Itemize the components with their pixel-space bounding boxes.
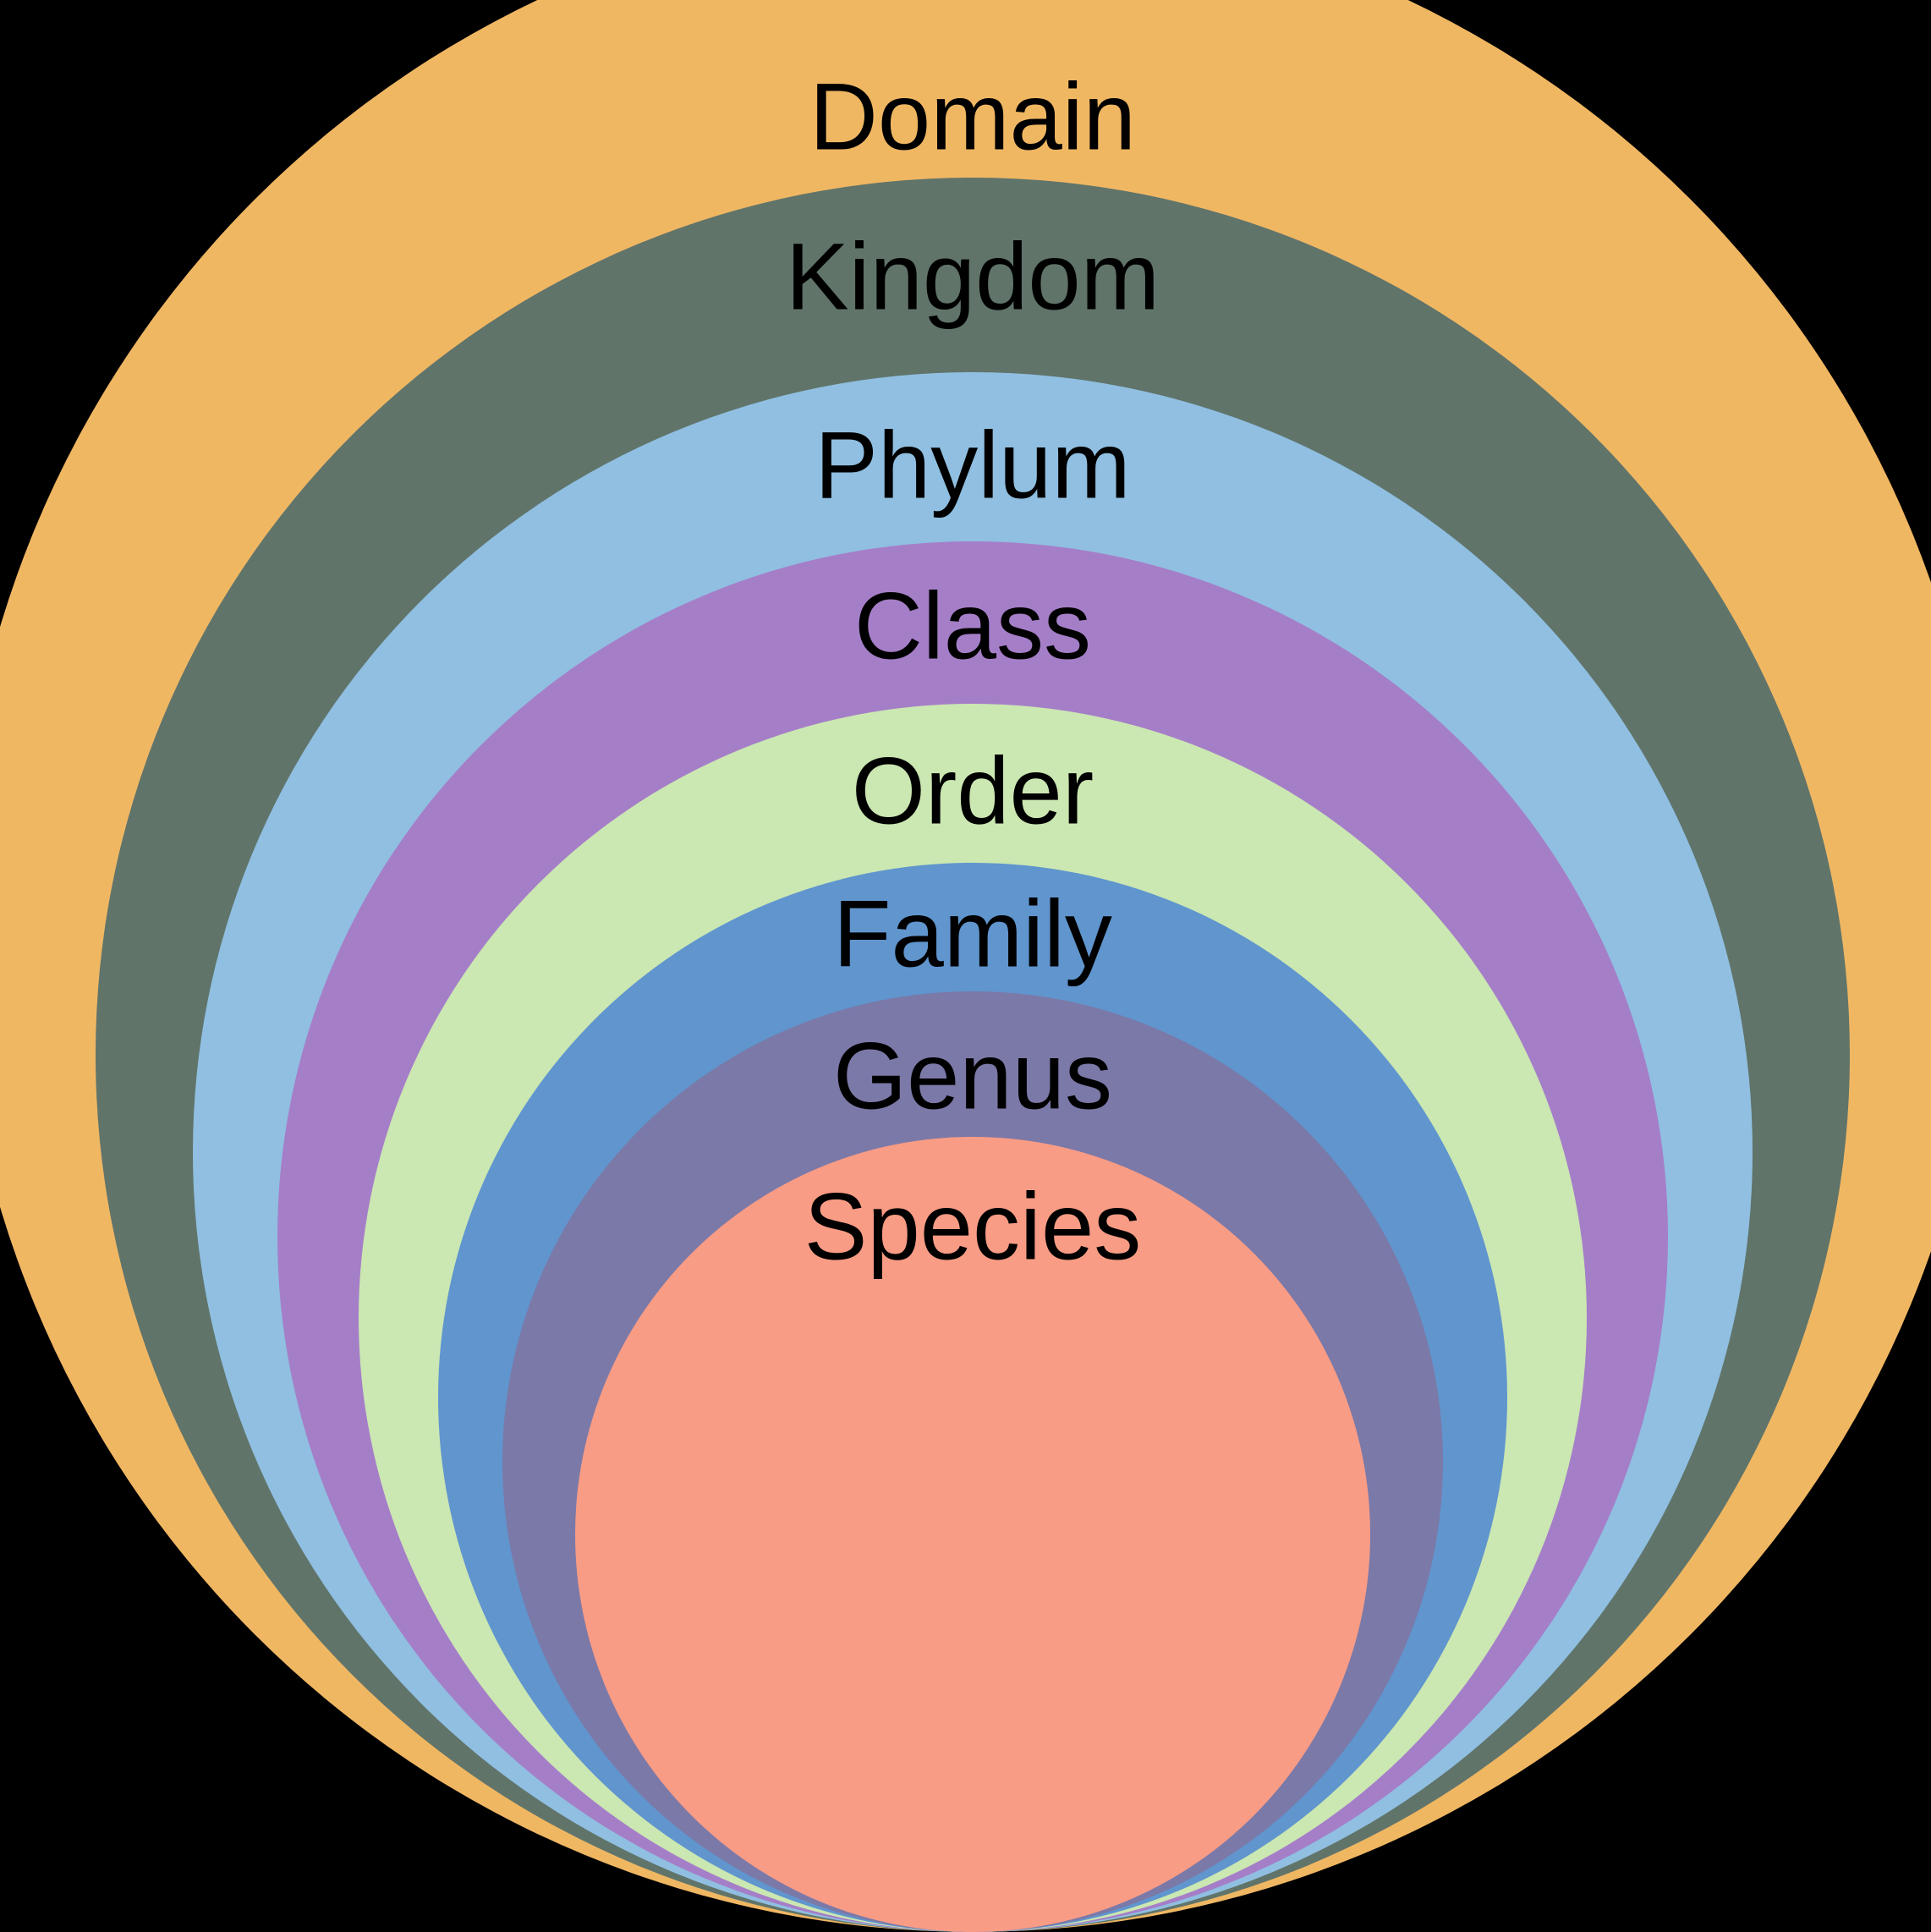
label-kingdom: Kingdom bbox=[785, 223, 1160, 330]
label-genus: Genus bbox=[833, 1023, 1112, 1129]
label-family: Family bbox=[833, 881, 1112, 987]
label-species: Species bbox=[804, 1173, 1142, 1280]
label-class: Class bbox=[853, 573, 1092, 679]
label-order: Order bbox=[851, 738, 1094, 844]
label-phylum: Phylum bbox=[815, 412, 1131, 519]
ring-species bbox=[575, 1137, 1370, 1932]
label-domain: Domain bbox=[809, 63, 1136, 170]
